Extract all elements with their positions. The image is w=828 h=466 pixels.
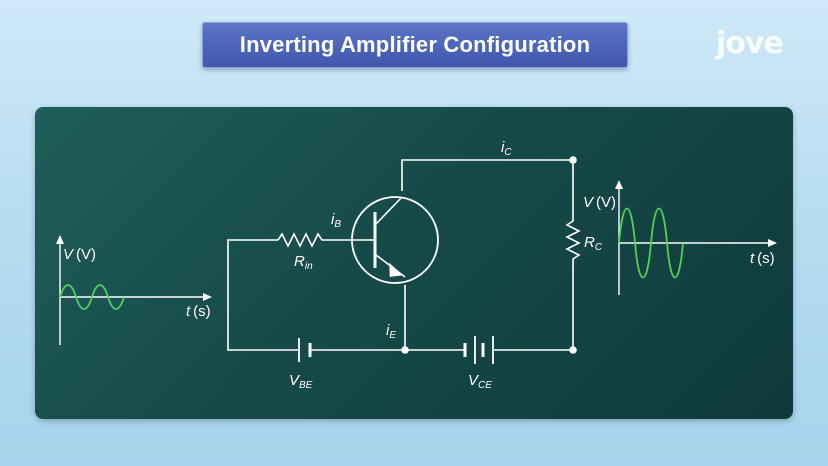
input-x-axis-arrow: [203, 293, 212, 301]
circuit-wires: [227, 159, 574, 351]
collector-wire: [401, 159, 574, 217]
input-y-label: V(V): [63, 246, 96, 263]
input-sine-wave: [59, 284, 125, 310]
input-x-label: t(s): [186, 303, 211, 320]
output-y-axis-arrow: [615, 180, 623, 189]
label-rc: RC: [584, 234, 603, 253]
output-sine-wave: [618, 207, 684, 279]
battery-vbe: [298, 335, 312, 365]
node-emitter: [401, 346, 409, 354]
page-title-text: Inverting Amplifier Configuration: [239, 32, 591, 57]
label-ic: iC: [501, 139, 512, 158]
resistor-rin: [277, 232, 325, 248]
label-ib: iB: [331, 211, 341, 230]
transistor-collector-lead: [375, 196, 403, 225]
page-title: Inverting Amplifier Configuration: [202, 22, 628, 68]
label-rin: Rin: [294, 253, 313, 272]
output-x-label: t(s): [750, 250, 775, 267]
input-y-axis-arrow: [56, 235, 64, 244]
output-signal-graph: V(V) t(s): [583, 180, 777, 295]
circuit-diagram: V(V) t(s) V(V) t(s): [56, 139, 777, 391]
circuit-panel: [35, 107, 793, 419]
output-y-label: V(V): [583, 194, 616, 211]
emitter-arrow: [389, 262, 403, 277]
node-top-right: [569, 156, 577, 164]
npn-transistor: [351, 196, 439, 284]
transistor-circle: [351, 196, 439, 284]
input-signal-graph: V(V) t(s): [56, 235, 212, 345]
label-vce: VCE: [468, 372, 492, 391]
jove-logo: jove: [716, 26, 784, 61]
resistor-rc: [565, 217, 581, 265]
input-loop-wire: [227, 239, 299, 351]
label-ie: iE: [386, 322, 396, 341]
output-x-axis-arrow: [768, 239, 777, 247]
battery-vce: [463, 336, 494, 364]
label-vbe: VBE: [289, 372, 313, 391]
node-bottom-right: [569, 346, 577, 354]
